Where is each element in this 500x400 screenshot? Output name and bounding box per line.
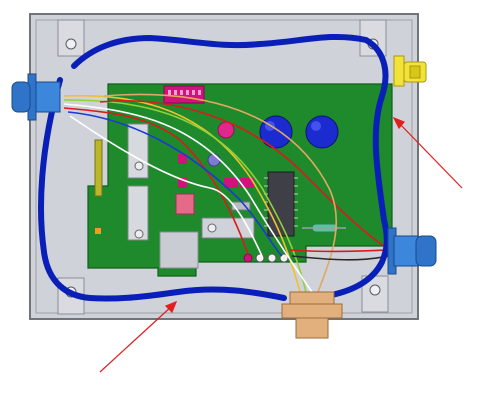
pcb-cutout — [159, 231, 199, 269]
pin-header-pins — [168, 90, 201, 95]
strip-component — [94, 139, 103, 197]
smd-pink — [178, 154, 187, 164]
callout-bottom-head — [164, 300, 178, 314]
fuse-holder — [201, 217, 255, 239]
yellow-connector — [393, 55, 427, 87]
fuse-screw — [207, 223, 217, 233]
mount-hole — [369, 284, 381, 296]
mount-hole — [65, 38, 77, 50]
left-connector — [11, 73, 61, 121]
wire-red-3 — [289, 249, 387, 253]
wire-red-1 — [63, 107, 249, 255]
wire-black — [291, 255, 389, 261]
smd-pink — [178, 178, 187, 188]
relay-lower — [127, 185, 149, 241]
right-connector — [387, 227, 437, 275]
smd-orange — [95, 228, 101, 234]
callout-bottom — [99, 305, 173, 373]
wire-white-2 — [69, 115, 263, 257]
callout-right — [397, 121, 463, 189]
ic-pins — [264, 177, 298, 227]
pad-pink — [175, 193, 195, 215]
wire-orange — [103, 93, 338, 293]
enclosure-inner-edge — [35, 19, 413, 314]
trimmer — [207, 153, 221, 167]
relay-screw — [134, 161, 144, 171]
smd-pink — [224, 178, 238, 188]
orange-connector — [281, 291, 343, 339]
wire-red-2 — [99, 100, 385, 247]
callout-right-head — [392, 116, 405, 130]
wire-white — [63, 103, 313, 293]
relay-screw — [134, 229, 144, 239]
mount-top-left — [57, 19, 85, 57]
callout-arrows — [99, 116, 463, 373]
wire-green — [63, 99, 307, 293]
wire-blue-1 — [67, 111, 283, 257]
smd-pink — [240, 178, 254, 188]
internal-wires — [63, 93, 389, 293]
blue-cable-loop — [38, 33, 390, 302]
wire-yellow — [63, 94, 301, 293]
pcb-components — [94, 85, 346, 263]
ic-chip — [267, 171, 295, 237]
